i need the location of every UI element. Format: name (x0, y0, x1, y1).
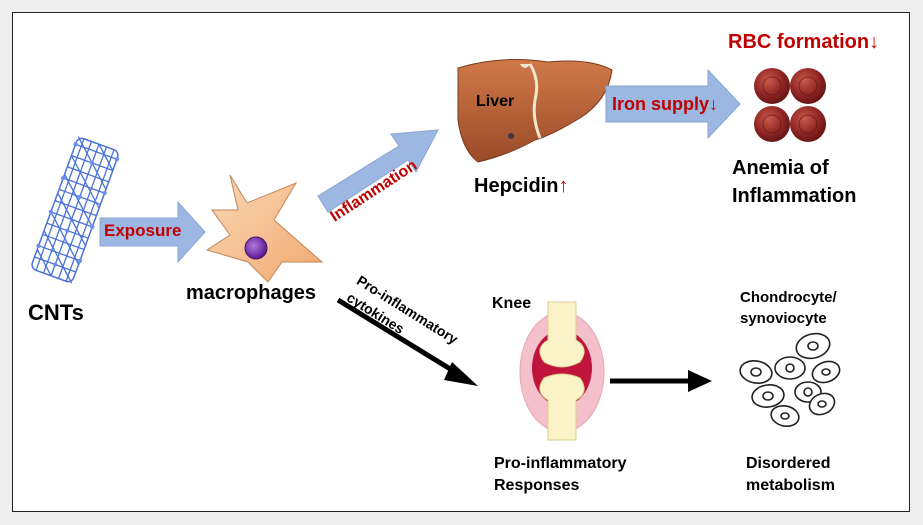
anemia-label-line1: Anemia of (732, 157, 829, 179)
knee-label: Knee (492, 295, 532, 312)
iron-supply-down-arrow: ↓ (709, 94, 719, 114)
rbc-formation-text: RBC formation (728, 31, 870, 53)
anemia-label-line2: Inflammation (732, 185, 857, 207)
knee-joint-icon (519, 301, 605, 441)
liver-label: Liver (476, 93, 515, 110)
red-blood-cells-icon (754, 68, 826, 142)
iron-supply-text: Iron supply (612, 94, 710, 114)
hepcidin-text: Hepcidin (474, 175, 559, 197)
chondrocyte-cells-icon (739, 332, 841, 428)
rbc-formation-label: RBC formation↓ (728, 32, 879, 52)
iron-supply-label: Iron supply↓ (612, 95, 718, 113)
chondrocyte-label-line2: synoviocyte (740, 310, 827, 327)
rbc-formation-down-arrow: ↓ (869, 31, 880, 53)
knee-to-cells-arrow (610, 370, 712, 392)
responses-label-line2: Responses (494, 477, 580, 494)
chondrocyte-label-line1: Chondrocyte/ (740, 289, 837, 306)
disordered-label-line1: Disordered (746, 455, 831, 472)
inflammation-arrow (317, 129, 439, 213)
cnts-label: CNTs (28, 300, 84, 325)
macrophages-label: macrophages (186, 282, 317, 304)
macrophage-icon (205, 174, 324, 283)
responses-label-line1: Pro-inflammatory (494, 455, 627, 472)
disordered-label-line2: metabolism (746, 477, 835, 494)
exposure-arrow (99, 200, 206, 264)
iron-supply-arrow (605, 68, 741, 140)
hepcidin-up-arrow: ↑ (558, 175, 569, 197)
hepcidin-label: Hepcidin↑ (474, 176, 568, 196)
cytokines-arrow (336, 297, 478, 386)
liver-icon (457, 59, 613, 163)
exposure-label: Exposure (104, 221, 182, 240)
carbon-nanotube-icon (31, 136, 120, 284)
